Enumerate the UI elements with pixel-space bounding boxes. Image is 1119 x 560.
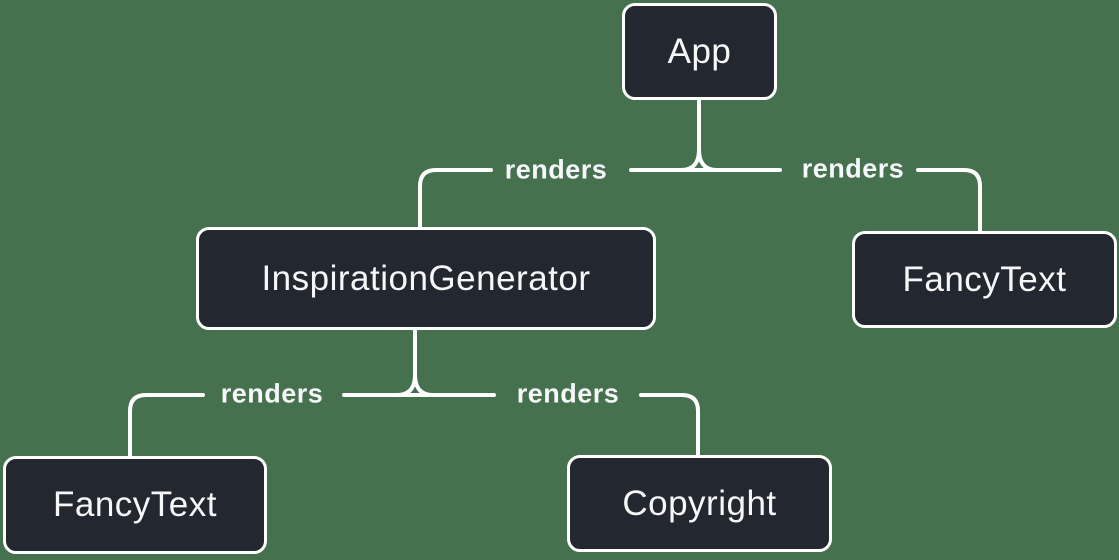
node-copyright-label: Copyright xyxy=(622,483,777,523)
node-fancy-text-bottom: FancyText xyxy=(3,456,267,554)
node-copyright: Copyright xyxy=(567,455,832,552)
edge-label-inspirationgenerator-copyright: renders xyxy=(508,378,628,410)
edge-inspirationgenerator-to-copyright-tail xyxy=(639,393,700,461)
edge-label-inspirationgenerator-fancytext: renders xyxy=(212,378,332,410)
edge-app-to-fancytext-tail xyxy=(916,168,982,237)
node-fancy-text-top: FancyText xyxy=(852,231,1117,328)
edge-app-to-inspirationgenerator-tail xyxy=(418,168,493,233)
node-app-label: App xyxy=(667,31,732,71)
node-fancy-text-top-label: FancyText xyxy=(902,259,1067,299)
node-fancy-text-bottom-label: FancyText xyxy=(53,485,217,524)
edge-app-fork-flare-right xyxy=(697,148,719,172)
edge-inspirationgenerator-fork-flare-left xyxy=(395,373,417,397)
edge-label-app-fancytext: renders xyxy=(793,153,913,185)
edge-app-fork-flare-left xyxy=(679,148,701,172)
node-inspiration-generator-label: InspirationGenerator xyxy=(261,258,591,298)
node-app: App xyxy=(622,3,777,100)
node-inspiration-generator: InspirationGenerator xyxy=(196,227,656,330)
edge-inspirationgenerator-fork-flare-right xyxy=(413,373,435,397)
edge-label-app-inspirationgenerator: renders xyxy=(496,154,616,186)
edge-inspirationgenerator-to-fancytext-tail xyxy=(128,393,205,462)
